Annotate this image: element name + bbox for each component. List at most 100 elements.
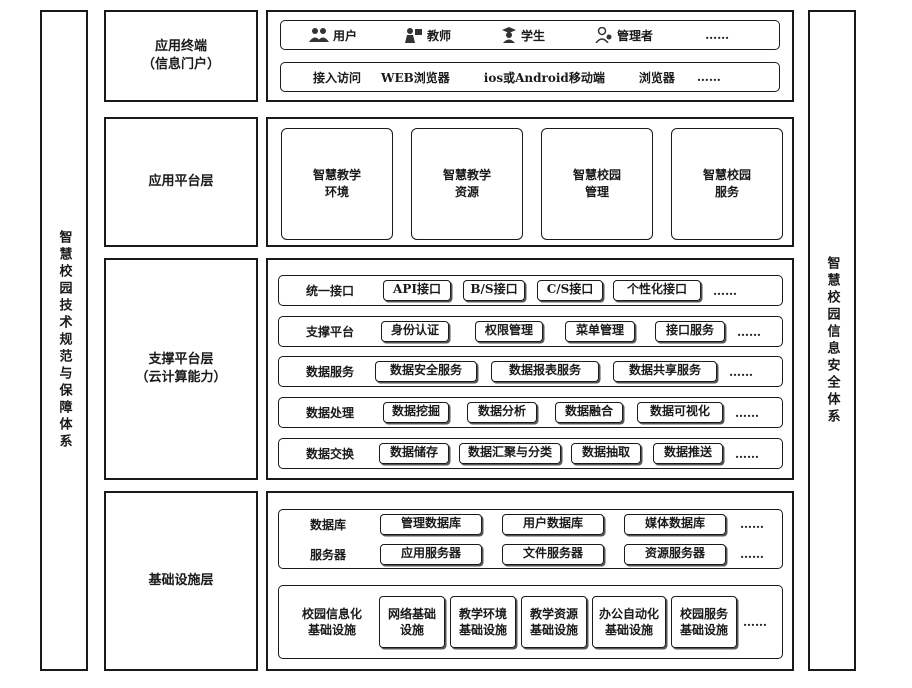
campus-infra-row: 校园信息化 基础设施 网络基础 设施 教学环境 基础设施 教学资源 基础设施 办… [278, 585, 783, 659]
users-icon [309, 28, 329, 42]
module-line2: 环境 [324, 185, 349, 199]
module-line2: 资源 [454, 185, 479, 199]
terminal-label-line2: （信息门户） [141, 57, 220, 72]
access-item-browser: 浏览器 [638, 70, 675, 85]
data-extraction-chip: 数据抽取 [571, 443, 641, 464]
server-more: …… [740, 547, 765, 561]
data-report-service-chip: 数据报表服务 [491, 361, 599, 382]
left-pillar: 智慧校园技术规范与保障体系 [40, 10, 88, 671]
support-layer-label: 支撑平台层 （云计算能力） [104, 258, 258, 480]
interface-service-chip: 接口服务 [655, 321, 725, 342]
teacher-role-item: 教师 [405, 27, 451, 44]
campus-infra-label-line1: 校园信息化 [301, 607, 362, 621]
tile-line2: 基础设施 [458, 623, 507, 637]
row-label: 数据交换 [305, 447, 354, 461]
user-role-row: 用户 教师 学生 管理者 …… [280, 20, 780, 50]
module-line2: 管理 [584, 185, 609, 199]
support-label-line2: （云计算能力） [135, 370, 227, 385]
module-line1: 智慧校园 [702, 168, 751, 182]
module-line1: 智慧教学 [312, 168, 361, 182]
row-more: …… [735, 405, 759, 420]
access-item-mobile: ios或Android移动端 [483, 70, 605, 85]
teacher-role-label: 教师 [427, 28, 452, 43]
data-fusion-chip: 数据融合 [555, 402, 623, 423]
tile-line2: 基础设施 [679, 623, 728, 637]
network-infra-tile: 网络基础 设施 [379, 596, 445, 648]
user-role-label: 用户 [333, 28, 358, 43]
identity-auth-chip: 身份认证 [381, 321, 449, 342]
terminal-layer-panel: 用户 教师 学生 管理者 …… 接入访问 WEB [266, 10, 794, 102]
campus-infra-more: …… [743, 615, 767, 629]
row-label: 数据服务 [305, 365, 354, 379]
campus-infra-label-line2: 基础设施 [307, 623, 356, 637]
user-role-more: …… [705, 28, 730, 42]
access-label: 接入访问 [313, 70, 362, 85]
right-pillar-title: 智慧校园信息安全体系 [824, 255, 840, 426]
row-more: …… [735, 446, 759, 461]
student-role-label: 学生 [521, 28, 546, 43]
tile-line1: 网络基础 [387, 607, 436, 621]
data-mining-chip: 数据挖掘 [383, 402, 449, 423]
tile-line1: 教学资源 [529, 607, 578, 621]
resource-server-chip: 资源服务器 [624, 543, 727, 565]
mgmt-database-chip: 管理数据库 [380, 513, 483, 535]
bs-interface-chip: B/S接口 [463, 280, 525, 301]
data-visualization-chip: 数据可视化 [637, 402, 723, 423]
row-label: 统一接口 [305, 284, 354, 298]
data-aggregation-chip: 数据汇聚与分类 [459, 443, 561, 464]
tile-line2: 基础设施 [529, 623, 578, 637]
menu-mgmt-chip: 菜单管理 [565, 321, 635, 342]
user-database-chip: 用户数据库 [502, 513, 605, 535]
manager-icon [595, 27, 612, 43]
data-sharing-service-chip: 数据共享服务 [613, 361, 717, 382]
permission-mgmt-chip: 权限管理 [475, 321, 543, 342]
data-storage-chip: 数据储存 [379, 443, 449, 464]
app-platform-layer-label: 应用平台层 [104, 117, 258, 247]
app-platform-label: 应用平台层 [148, 174, 214, 189]
right-pillar: 智慧校园信息安全体系 [808, 10, 856, 671]
app-server-chip: 应用服务器 [380, 543, 483, 565]
row-more: …… [737, 324, 761, 339]
office-automation-infra-tile: 办公自动化 基础设施 [592, 596, 666, 648]
support-platform-row: 支撑平台 身份认证 权限管理 菜单管理 接口服务 …… [278, 316, 783, 347]
unified-interface-row: 统一接口 API接口 B/S接口 C/S接口 个性化接口 …… [278, 275, 783, 306]
app-platform-layer-panel: 智慧教学 环境 智慧教学 资源 智慧校园 管理 智慧校园 服务 [266, 117, 794, 247]
cs-interface-chip: C/S接口 [537, 280, 603, 301]
data-processing-row: 数据处理 数据挖掘 数据分析 数据融合 数据可视化 …… [278, 397, 783, 428]
data-push-chip: 数据推送 [653, 443, 723, 464]
db-row: 数据库 管理数据库 用户数据库 媒体数据库 …… [278, 512, 783, 536]
tile-line1: 校园服务 [679, 607, 728, 621]
access-item-web: WEB浏览器 [381, 70, 450, 85]
tile-line1: 教学环境 [458, 607, 507, 621]
smart-campus-management-module: 智慧校园 管理 [541, 128, 653, 240]
smart-campus-service-module: 智慧校园 服务 [671, 128, 783, 240]
module-line1: 智慧教学 [442, 168, 491, 182]
access-more: …… [696, 70, 721, 84]
left-pillar-title: 智慧校园技术规范与保障体系 [56, 230, 72, 451]
db-label: 数据库 [310, 517, 347, 532]
custom-interface-chip: 个性化接口 [613, 280, 701, 301]
infra-label: 基础设施层 [148, 573, 214, 588]
terminal-label-line1: 应用终端 [154, 39, 207, 54]
user-role-item: 用户 [309, 27, 357, 44]
teaching-env-infra-tile: 教学环境 基础设施 [450, 596, 516, 648]
db-more: …… [740, 517, 765, 531]
terminal-layer-label: 应用终端 （信息门户） [104, 10, 258, 102]
db-server-block [278, 509, 783, 569]
smart-teaching-resources-module: 智慧教学 资源 [411, 128, 523, 240]
smart-teaching-environment-module: 智慧教学 环境 [281, 128, 393, 240]
row-label: 支撑平台 [305, 325, 354, 339]
campus-infra-label: 校园信息化 基础设施 [293, 606, 371, 638]
tile-line2: 基础设施 [604, 623, 653, 637]
teacher-icon [405, 28, 423, 43]
row-more: …… [729, 364, 753, 379]
student-role-item: 学生 [501, 27, 545, 44]
api-interface-chip: API接口 [383, 280, 451, 301]
module-line2: 服务 [714, 185, 739, 199]
server-label: 服务器 [310, 547, 347, 562]
data-analysis-chip: 数据分析 [467, 402, 537, 423]
server-row: 服务器 应用服务器 文件服务器 资源服务器 …… [278, 542, 783, 566]
teaching-resource-infra-tile: 教学资源 基础设施 [521, 596, 587, 648]
infra-layer-panel: 数据库 管理数据库 用户数据库 媒体数据库 …… 服务器 应用服务器 文件服务器… [266, 491, 794, 671]
data-service-row: 数据服务 数据安全服务 数据报表服务 数据共享服务 …… [278, 356, 783, 387]
